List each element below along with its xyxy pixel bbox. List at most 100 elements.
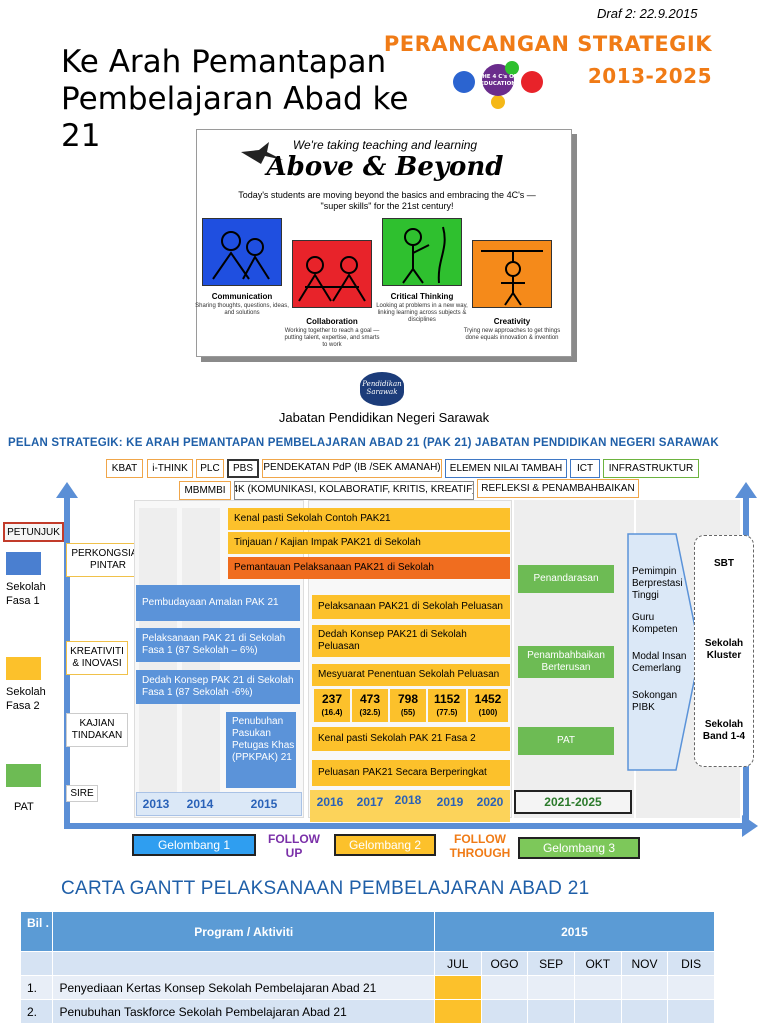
creativity-illustration: [481, 250, 543, 306]
bar-pembudayaan-amalan: Pembudayaan Amalan PAK 21: [136, 585, 300, 621]
count-2019-value: 1152: [433, 692, 461, 706]
month-spacer: [52, 951, 435, 976]
bar-dedah-konsep-peluasan: Dedah Konsep PAK21 di Sekolah Peluasan: [312, 625, 510, 657]
draft-date: Draf 2: 22.9.2015: [597, 6, 698, 21]
target-sbt: SBT: [714, 558, 734, 569]
legend-swatch-fasa2: [6, 657, 41, 680]
count-2019-pct: (77.5): [436, 708, 458, 717]
gantt-cell-filled: [433, 975, 482, 1000]
month-sep: SEP: [527, 951, 575, 976]
gantt-cell: [620, 975, 669, 1000]
tag-kbat: KBAT: [106, 459, 143, 478]
bar-pelaksanaan-peluasan: Pelaksanaan PAK21 di Sekolah Peluasan: [312, 595, 510, 619]
bar-kenal-pasti-fasa2: Kenal pasti Sekolah PAK 21 Fasa 2: [312, 727, 510, 751]
poster-big-title: Above & Beyond: [266, 152, 504, 182]
col-header-bil: Bil .: [19, 911, 54, 952]
wave-2: Gelombang 2: [334, 834, 436, 856]
card-label-creativity: Creativity: [493, 317, 531, 326]
year-2017: 2017: [356, 795, 384, 809]
count-2017: 473(32.5): [352, 689, 388, 722]
department-name: Jabatan Pendidikan Negeri Sarawak: [278, 410, 490, 425]
4cs-poster: We're taking teaching and learning Above…: [195, 129, 572, 357]
right-axis-arrow: [735, 482, 757, 498]
year-2014: 2014: [186, 797, 214, 811]
year-2013: 2013: [142, 797, 170, 811]
outcomes-chevron: [627, 533, 701, 771]
strategic-title: PERANCANGAN STRATEGIK: [383, 32, 712, 56]
gantt-title: CARTA GANTT PELAKSANAAN PEMBELAJARAN ABA…: [61, 878, 590, 899]
legend-swatch-fasa1: [6, 552, 41, 575]
years-phase1-box: [136, 792, 302, 816]
box-kreativiti-inovasi: KREATIVITI & INOVASI: [66, 641, 128, 675]
hummingbird-icon: [241, 142, 283, 164]
month-spacer: [19, 951, 54, 976]
gantt-cell: [480, 975, 529, 1000]
legend-swatch-pat: [6, 764, 41, 787]
box-sire: SIRE: [66, 785, 98, 802]
collaboration-card: [292, 240, 372, 308]
year-2019: 2019: [436, 795, 464, 809]
gantt-cell: [527, 975, 575, 1000]
bar-penandarasan: Penandarasan: [518, 565, 614, 593]
card-text-creativity: Trying new approaches to get things done…: [463, 328, 561, 341]
wave-3: Gelombang 3: [518, 837, 640, 859]
wave-1: Gelombang 1: [132, 834, 256, 856]
year-2015: 2015: [250, 797, 278, 811]
y-axis-arrow: [56, 482, 78, 498]
target-kluster: Sekolah Kluster: [704, 638, 744, 661]
tag-infrastruktur: INFRASTRUKTUR: [603, 459, 699, 478]
follow-through-label: FOLLOW THROUGH: [449, 832, 511, 860]
page-title: Ke Arah Pemantapan Pembelajaran Abad ke …: [61, 44, 409, 154]
card-label-critical-thinking: Critical Thinking: [390, 292, 454, 301]
count-2018: 798(55): [390, 689, 426, 722]
communication-illustration: [212, 231, 270, 280]
communication-card: [202, 218, 282, 286]
legend-label-fasa2: Sekolah Fasa 2: [6, 686, 46, 712]
year-2020: 2020: [476, 795, 504, 809]
count-2019: 1152 (77.5): [428, 689, 466, 722]
plan-title: PELAN STRATEGIK: KE ARAH PEMANTAPAN PEMB…: [8, 437, 719, 449]
bar-kenal-pasti-sekolah-contoh: Kenal pasti Sekolah Contoh PAK21: [228, 508, 510, 530]
follow-up-label: FOLLOW UP: [268, 832, 320, 860]
tag-plc: PLC: [196, 459, 224, 478]
svg-text:THE 4 C's OF: THE 4 C's OF: [478, 74, 517, 80]
gantt-table: Bil . Program / Aktiviti 2015 JUL OGO SE…: [19, 911, 716, 1024]
bar-mesyuarat-penentuan: Mesyuarat Penentuan Sekolah Peluasan: [312, 664, 510, 686]
gantt-cell: [667, 975, 715, 1000]
table-row: 1. Penyediaan Kertas Konsep Sekolah Pemb…: [19, 975, 715, 1000]
card-text-critical-thinking: Looking at problems in a new way, linkin…: [376, 303, 468, 323]
gantt-cell: [527, 999, 575, 1024]
count-2016-value: 237: [321, 692, 343, 706]
legend-label-fasa1: Sekolah Fasa 1: [6, 581, 46, 607]
sarawak-education-seal: Pendidikan Sarawak: [360, 372, 404, 406]
count-2016-pct: (16.4): [321, 708, 343, 717]
bar-penubuhan-pasukan: Penubuhan Pasukan Petugas Khas (PPKPAK) …: [226, 712, 296, 788]
row-program: Penubuhan Taskforce Sekolah Pembelajaran…: [52, 999, 435, 1024]
years-phase2-box: [310, 790, 510, 822]
tag-4k: 4K (KOMUNIKASI, KOLABORATIF, KRITIS, KRE…: [234, 481, 474, 500]
outcome-modal-insan: Modal Insan Cemerlang: [632, 651, 687, 674]
card-label-collaboration: Collaboration: [306, 317, 358, 326]
strategic-years: 2013-2025: [587, 64, 712, 88]
svg-text:EDUCATION: EDUCATION: [480, 81, 516, 87]
bar-penambahbaikan-berterusan: Penambahbaikan Berterusan: [518, 646, 614, 678]
row-program: Penyediaan Kertas Konsep Sekolah Pembela…: [52, 975, 435, 1000]
bar-pelaksanaan-fasa1: Pelaksanaan PAK 21 di Sekolah Fasa 1 (87…: [136, 628, 300, 662]
year-2018: 2018: [394, 793, 422, 807]
card-label-communication: Communication: [211, 292, 273, 301]
count-2016: 237 (16.4): [314, 689, 350, 722]
gantt-cell: [573, 999, 622, 1024]
card-text-communication: Sharing thoughts, questions, ideas, and …: [195, 303, 289, 316]
creativity-card: [472, 240, 552, 308]
outcome-pemimpin: Pemimpin Berprestasi Tinggi: [632, 566, 683, 601]
poster-subtitle: Today's students are moving beyond the b…: [238, 190, 536, 211]
count-2020-pct: (100): [478, 708, 498, 717]
targets-box: [694, 535, 754, 767]
poster-headline: We're taking teaching and learning: [292, 138, 478, 152]
collaboration-illustration: [298, 256, 366, 302]
box-kajian-tindakan: KAJIAN TINDAKAN: [66, 713, 128, 747]
x-axis: [64, 823, 744, 829]
year-2021-2025: 2021-2025: [514, 790, 632, 814]
bar-tinjauan-kajian-impak: Tinjauan / Kajian Impak PAK21 di Sekolah: [228, 532, 510, 554]
gantt-cell: [667, 999, 715, 1024]
